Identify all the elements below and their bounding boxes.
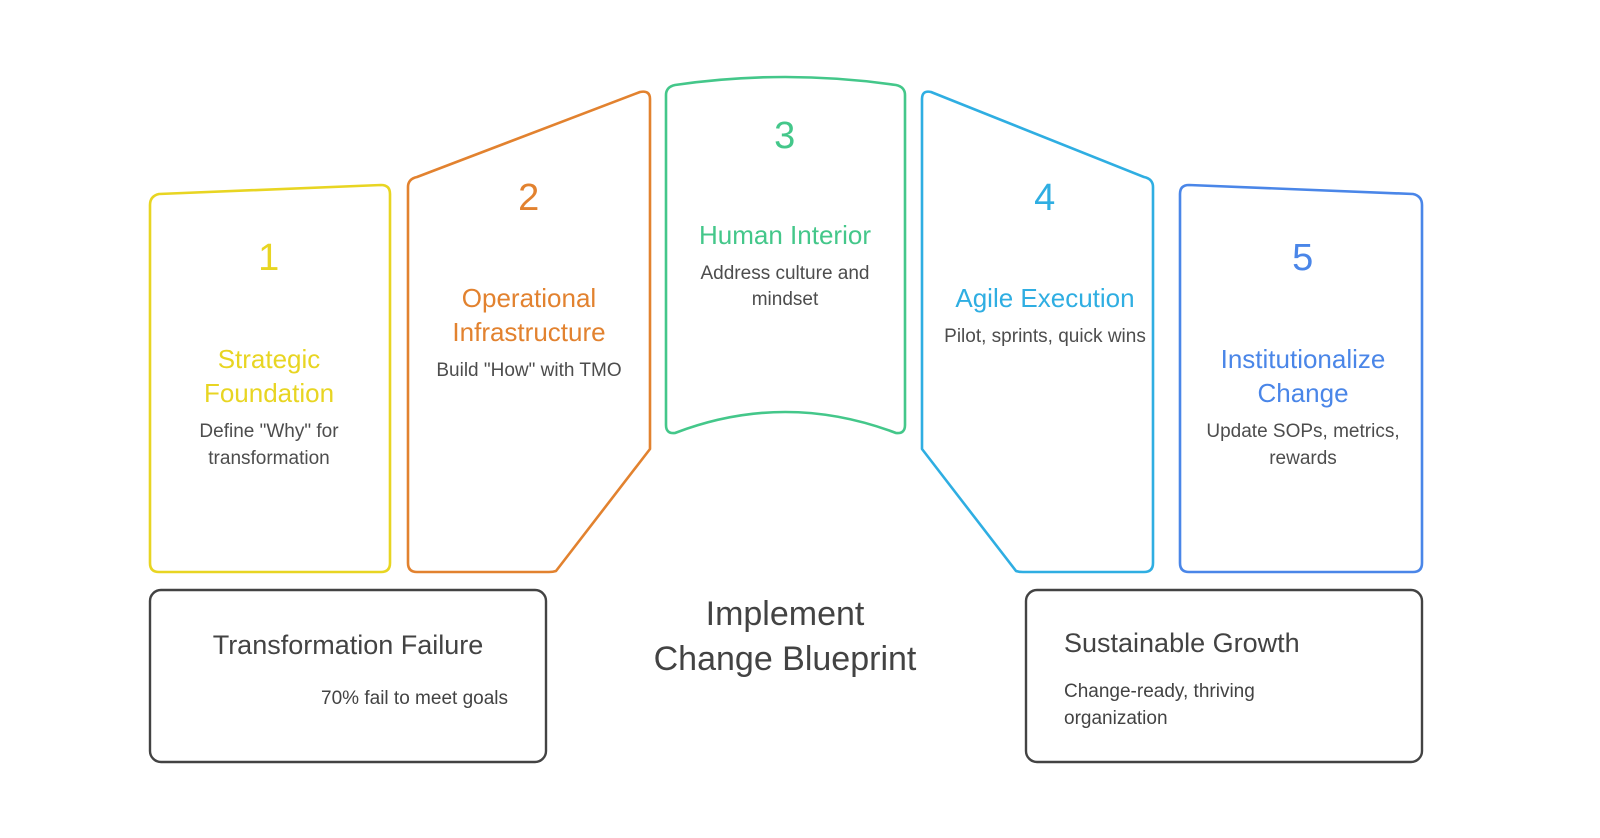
- step-3-number: 3: [774, 115, 796, 157]
- step-3-description: Address culture and mindset: [700, 263, 870, 311]
- step-3-content: 3 Human Interior Address culture and min…: [668, 115, 902, 314]
- outcome-growth-title: Sustainable Growth: [1064, 628, 1300, 658]
- step-4-description: Pilot, sprints, quick wins: [944, 326, 1146, 348]
- step-2-title: Operational Infrastructure: [452, 282, 606, 348]
- outcome-failure: Transformation Failure 70% fail to meet …: [150, 590, 546, 762]
- step-4-number: 4: [1034, 177, 1056, 219]
- step-1-content: 1 Strategic Foundation Define "Why" for …: [152, 237, 386, 472]
- outcome-failure-description: 70% fail to meet goals: [321, 688, 508, 710]
- step-4-title: Agile Execution: [955, 282, 1135, 313]
- step-1-description: Define "Why" for transformation: [199, 421, 339, 469]
- step-2-content: 2 Operational Infrastructure Build "How"…: [412, 177, 646, 385]
- outcome-growth: Sustainable Growth Change-ready, thrivin…: [1026, 590, 1422, 762]
- outcome-failure-title: Transformation Failure: [212, 630, 484, 660]
- step-5-content: 5 Institutionalize Change Update SOPs, m…: [1186, 237, 1420, 472]
- step-5-title: Institutionalize Change: [1220, 343, 1386, 409]
- step-2-description: Build "How" with TMO: [436, 360, 622, 382]
- step-3-title: Human Interior: [699, 219, 871, 250]
- step-1-number: 1: [258, 237, 280, 279]
- step-5-description: Update SOPs, metrics, rewards: [1206, 421, 1400, 469]
- outcome-growth-description: Change-ready, thriving organization: [1064, 681, 1255, 730]
- step-5-number: 5: [1292, 237, 1314, 279]
- step-4-content: 4 Agile Execution Pilot, sprints, quick …: [928, 177, 1162, 350]
- step-2-number: 2: [518, 177, 540, 219]
- step-1-title: Strategic Foundation: [203, 343, 335, 409]
